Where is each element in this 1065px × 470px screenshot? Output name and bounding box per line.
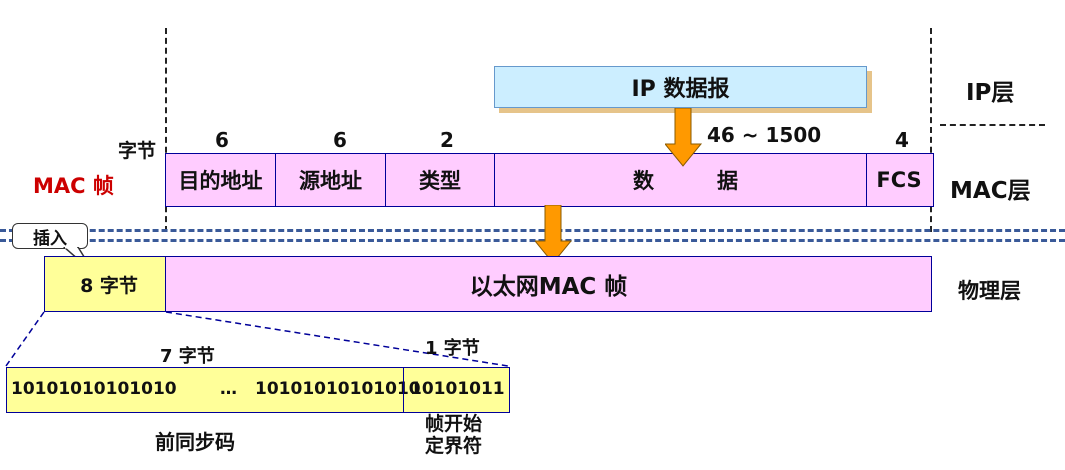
mac-frame-box: 目的地址 源地址 类型 数 据 FCS [165, 153, 934, 207]
sfd-name-line1: 帧开始 [425, 413, 483, 435]
src-addr-size: 6 [333, 128, 347, 152]
ip-datagram-box: IP 数据报 [494, 66, 867, 108]
type-size: 2 [440, 128, 454, 152]
ethernet-frame-box: 以太网MAC 帧 [165, 256, 932, 312]
source-address-label: 源地址 [299, 169, 362, 193]
physical-layer-label: 物理层 [958, 279, 1021, 303]
mac-frame-label: MAC 帧 [33, 174, 114, 198]
bytes-caption: 字节 [118, 140, 157, 162]
insert-callout: 插入 [12, 223, 88, 249]
type-label: 类型 [419, 169, 461, 193]
preamble-bytes-label: 7 字节 [160, 346, 215, 367]
fcs-size: 4 [895, 128, 909, 152]
ip-mac-layer-divider [940, 124, 1045, 126]
preamble-pattern-end: 10101010101010 [255, 379, 421, 399]
preamble-expansion-lines [5, 311, 509, 367]
ip-layer-label: IP层 [966, 80, 1015, 106]
insert-label: 插入 [33, 228, 67, 249]
mac-physical-divider-bottom [0, 239, 1065, 242]
data-label-char2: 据 [717, 169, 738, 193]
sfd-divider [403, 368, 404, 412]
data-field: 数 据 [495, 154, 867, 206]
ip-datagram-label: IP 数据报 [631, 77, 730, 102]
right-boundary-dashed-line [930, 28, 932, 232]
mac-physical-divider-top [0, 229, 1065, 232]
sfd-bytes-label: 1 字节 [425, 338, 480, 359]
ethernet-frame-label: 以太网MAC 帧 [469, 274, 628, 300]
mac-layer-label: MAC层 [950, 178, 1031, 204]
mac-to-physical-arrow [535, 205, 573, 264]
ip-to-mac-arrow [665, 108, 703, 167]
preamble-pattern-start: 10101010101010 [11, 379, 177, 399]
preamble-box: 8 字节 [44, 256, 166, 312]
type-field: 类型 [386, 154, 495, 206]
preamble-size-label: 8 字节 [80, 274, 138, 297]
sfd-pattern: 10101011 [410, 379, 505, 399]
dest-addr-size: 6 [215, 128, 229, 152]
data-size: 46 ~ 1500 [707, 123, 822, 147]
preamble-name: 前同步码 [155, 430, 235, 454]
dest-address-label: 目的地址 [178, 169, 263, 193]
left-boundary-dashed-line [165, 28, 167, 232]
source-address-field: 源地址 [276, 154, 386, 206]
dest-address-field: 目的地址 [166, 154, 276, 206]
data-label-char1: 数 [633, 169, 654, 193]
sfd-name-line2: 定界符 [425, 435, 483, 457]
preamble-ellipsis: … [220, 379, 237, 399]
fcs-field: FCS [867, 154, 931, 206]
preamble-detail-box: 10101010101010 … 10101010101010 10101011 [6, 367, 510, 413]
fcs-label: FCS [876, 168, 922, 192]
